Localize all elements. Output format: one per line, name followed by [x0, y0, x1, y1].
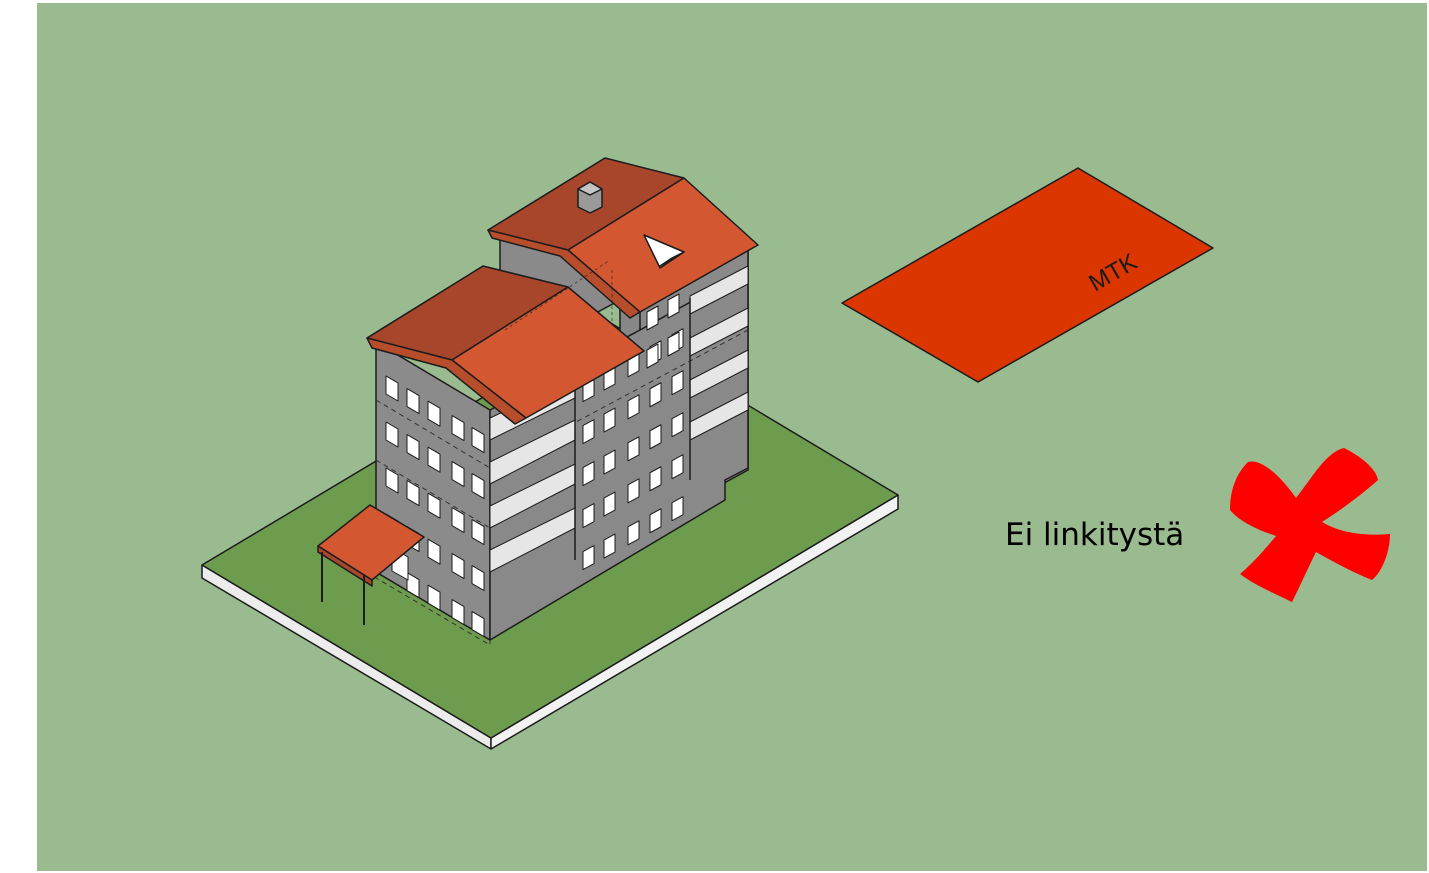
window: [627, 520, 640, 546]
window: [471, 519, 485, 546]
window: [471, 427, 485, 454]
window: [671, 496, 684, 522]
cross-icon: [1230, 448, 1390, 602]
window: [649, 508, 662, 534]
window: [406, 434, 420, 461]
window: [671, 370, 684, 396]
window: [582, 461, 595, 487]
window: [451, 415, 465, 442]
window: [406, 572, 420, 599]
window: [406, 388, 420, 415]
window: [451, 599, 465, 626]
window: [471, 565, 485, 592]
window: [646, 343, 659, 369]
window: [451, 507, 465, 534]
window: [582, 419, 595, 445]
window: [427, 538, 441, 565]
window: [385, 421, 399, 448]
apartment-building: [317, 157, 759, 641]
window: [427, 400, 441, 427]
mtk-parcel-shape: [841, 167, 1214, 383]
window: [471, 611, 485, 638]
window: [385, 375, 399, 402]
window: [582, 503, 595, 529]
window: [649, 424, 662, 450]
window: [649, 382, 662, 408]
window: [603, 449, 616, 475]
window: [385, 467, 399, 494]
window: [627, 478, 640, 504]
window: [451, 461, 465, 488]
window: [603, 533, 616, 559]
window: [471, 473, 485, 500]
window: [603, 407, 616, 433]
window: [646, 305, 659, 331]
window: [427, 584, 441, 611]
window: [627, 394, 640, 420]
window: [451, 553, 465, 580]
window: [582, 545, 595, 571]
mtk-parcel: MTK: [841, 167, 1214, 383]
window: [406, 480, 420, 507]
window: [603, 491, 616, 517]
link-status-label: Ei linkitystä: [1005, 517, 1184, 553]
window: [671, 454, 684, 480]
window: [667, 293, 680, 319]
window: [427, 492, 441, 519]
window: [671, 412, 684, 438]
window: [649, 466, 662, 492]
window: [627, 436, 640, 462]
link-status: Ei linkitystä: [1005, 448, 1390, 602]
window: [667, 331, 680, 357]
window: [427, 446, 441, 473]
